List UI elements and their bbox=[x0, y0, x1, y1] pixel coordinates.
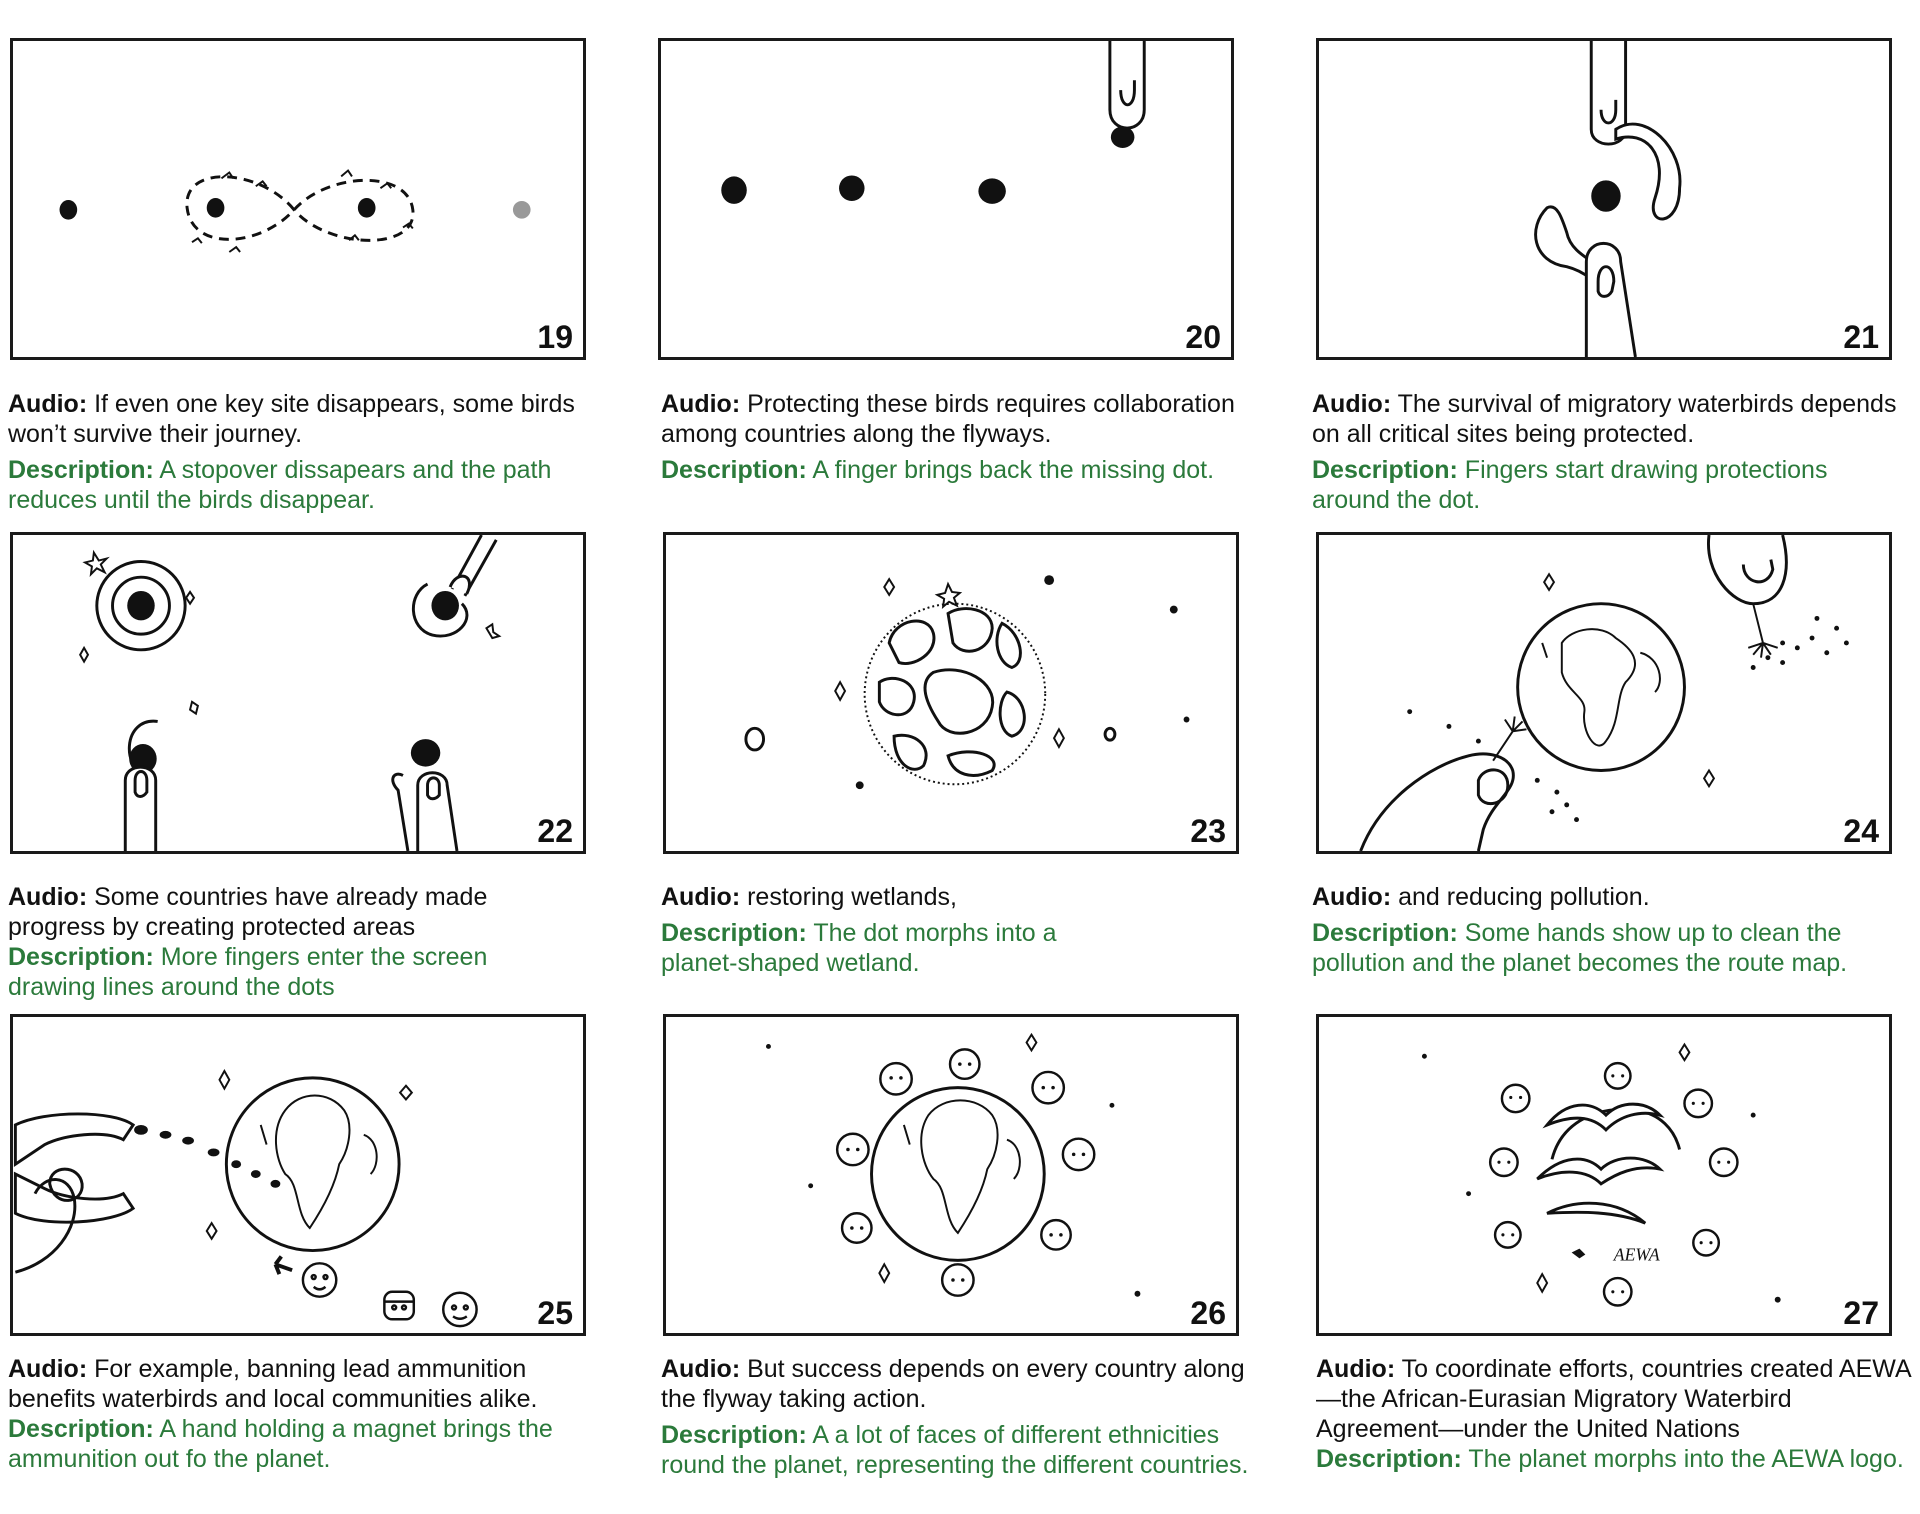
audio-label: Audio: bbox=[8, 883, 88, 911]
audio-label: Audio: bbox=[8, 390, 88, 418]
audio-text: The survival of migratory waterbirds dep… bbox=[1312, 390, 1897, 448]
panel-25-drawing bbox=[13, 1068, 478, 1328]
audio-line: Audio: If even one key site disappears, … bbox=[8, 389, 618, 449]
storyboard-panel-25: 25 bbox=[10, 1014, 586, 1336]
description-label: Description: bbox=[1312, 919, 1458, 947]
audio-label: Audio: bbox=[1312, 390, 1392, 418]
caption-24: Audio: and reducing pollution. Descripti… bbox=[1312, 882, 1902, 978]
description-line: Description: Fingers start drawing prote… bbox=[1312, 455, 1912, 515]
description-text: A stopover dissapears and the path reduc… bbox=[8, 456, 552, 514]
panel-number: 21 bbox=[1843, 319, 1879, 355]
description-line: Description: A finger brings back the mi… bbox=[661, 455, 1271, 485]
description-line: Description: A stopover dissapears and t… bbox=[8, 455, 618, 515]
audio-label: Audio: bbox=[1316, 1355, 1396, 1383]
description-line: Description: The planet morphs into the … bbox=[1316, 1444, 1916, 1474]
panel-number: 19 bbox=[537, 319, 573, 355]
panel-21-drawing bbox=[1534, 41, 1682, 357]
description-line: Description: Some hands show up to clean… bbox=[1312, 918, 1902, 978]
description-line: Description: A hand holding a magnet bri… bbox=[8, 1414, 608, 1474]
panel-23-drawing bbox=[744, 575, 1190, 790]
panel-24-drawing bbox=[1359, 535, 1849, 851]
storyboard-panel-23: 23 bbox=[663, 532, 1239, 854]
audio-line: Audio: restoring wetlands, bbox=[661, 882, 1121, 912]
caption-26: Audio: But success depends on every coun… bbox=[661, 1354, 1261, 1480]
storyboard-panel-19: 19 bbox=[10, 38, 586, 360]
description-text: A hand holding a magnet brings the ammun… bbox=[8, 1415, 553, 1473]
audio-label: Audio: bbox=[661, 883, 741, 911]
panel-19-drawing bbox=[59, 169, 531, 253]
description-text: A finger brings back the missing dot. bbox=[806, 456, 1215, 484]
description-text: Some hands show up to clean the pollutio… bbox=[1312, 919, 1848, 977]
audio-label: Audio: bbox=[661, 1355, 741, 1383]
audio-line: Audio: The survival of migratory waterbi… bbox=[1312, 389, 1912, 449]
audio-text: Some countries have already made progres… bbox=[8, 883, 488, 941]
description-line: Description: A a lot of faces of differe… bbox=[661, 1420, 1261, 1480]
audio-line: Audio: But success depends on every coun… bbox=[661, 1354, 1261, 1414]
description-line: Description: More fingers enter the scre… bbox=[8, 942, 568, 1002]
audio-text: and reducing pollution. bbox=[1391, 883, 1650, 911]
audio-line: Audio: To coordinate efforts, countries … bbox=[1316, 1354, 1916, 1444]
panel-number: 23 bbox=[1190, 813, 1226, 849]
panel-number: 20 bbox=[1185, 319, 1221, 355]
storyboard-panel-21: 21 bbox=[1316, 38, 1892, 360]
caption-19: Audio: If even one key site disappears, … bbox=[8, 389, 618, 515]
audio-text: Protecting these birds requires collabor… bbox=[661, 390, 1235, 448]
panel-number: 24 bbox=[1843, 813, 1879, 849]
panel-number: 26 bbox=[1190, 1295, 1226, 1331]
panel-26-drawing bbox=[766, 1032, 1141, 1297]
panel-22-drawing bbox=[79, 535, 502, 851]
description-text: Fingers start drawing protections around… bbox=[1312, 456, 1828, 514]
audio-text: restoring wetlands, bbox=[740, 883, 957, 911]
description-text: A a lot of faces of different ethnicitie… bbox=[661, 1421, 1249, 1479]
audio-label: Audio: bbox=[8, 1355, 88, 1383]
storyboard-panel-20: 20 bbox=[658, 38, 1234, 360]
description-text: The dot morphs into a planet-shaped wetl… bbox=[661, 919, 1057, 977]
description-text: More fingers enter the screen drawing li… bbox=[8, 943, 488, 1001]
storyboard-panel-24: 24 bbox=[1316, 532, 1892, 854]
panel-number: 22 bbox=[537, 813, 573, 849]
aewa-logo-text: AEWA bbox=[1613, 1244, 1660, 1264]
description-text: The planet morphs into the AEWA logo. bbox=[1461, 1445, 1904, 1473]
description-label: Description: bbox=[8, 1415, 154, 1443]
audio-text: If even one key site disappears, some bi… bbox=[8, 390, 575, 448]
caption-23: Audio: restoring wetlands, Description: … bbox=[661, 882, 1121, 978]
audio-text: To coordinate efforts, countries created… bbox=[1316, 1355, 1912, 1443]
audio-label: Audio: bbox=[661, 390, 741, 418]
storyboard-panel-22: 22 bbox=[10, 532, 586, 854]
panel-27-drawing: AEWA bbox=[1421, 1042, 1781, 1307]
storyboard-panel-26: 26 bbox=[663, 1014, 1239, 1336]
caption-21: Audio: The survival of migratory waterbi… bbox=[1312, 389, 1912, 515]
description-label: Description: bbox=[8, 943, 154, 971]
storyboard-panel-27: AEWA 27 bbox=[1316, 1014, 1892, 1336]
caption-20: Audio: Protecting these birds requires c… bbox=[661, 389, 1271, 485]
description-label: Description: bbox=[1312, 456, 1458, 484]
description-label: Description: bbox=[8, 456, 154, 484]
caption-25: Audio: For example, banning lead ammunit… bbox=[8, 1354, 608, 1474]
description-line: Description: The dot morphs into a plane… bbox=[661, 918, 1121, 978]
audio-text: But success depends on every country alo… bbox=[661, 1355, 1245, 1413]
audio-label: Audio: bbox=[1312, 883, 1392, 911]
audio-line: Audio: For example, banning lead ammunit… bbox=[8, 1354, 608, 1414]
panel-number: 27 bbox=[1843, 1295, 1879, 1331]
audio-line: Audio: Protecting these birds requires c… bbox=[661, 389, 1271, 449]
audio-text: For example, banning lead ammunition ben… bbox=[8, 1355, 538, 1413]
panel-number: 25 bbox=[537, 1295, 573, 1331]
caption-22: Audio: Some countries have already made … bbox=[8, 882, 568, 1002]
description-label: Description: bbox=[661, 919, 807, 947]
audio-line: Audio: Some countries have already made … bbox=[8, 882, 568, 942]
panel-20-drawing bbox=[721, 41, 1146, 204]
description-label: Description: bbox=[1316, 1445, 1462, 1473]
description-label: Description: bbox=[661, 456, 807, 484]
description-label: Description: bbox=[661, 1421, 807, 1449]
audio-line: Audio: and reducing pollution. bbox=[1312, 882, 1902, 912]
caption-27: Audio: To coordinate efforts, countries … bbox=[1316, 1354, 1916, 1474]
